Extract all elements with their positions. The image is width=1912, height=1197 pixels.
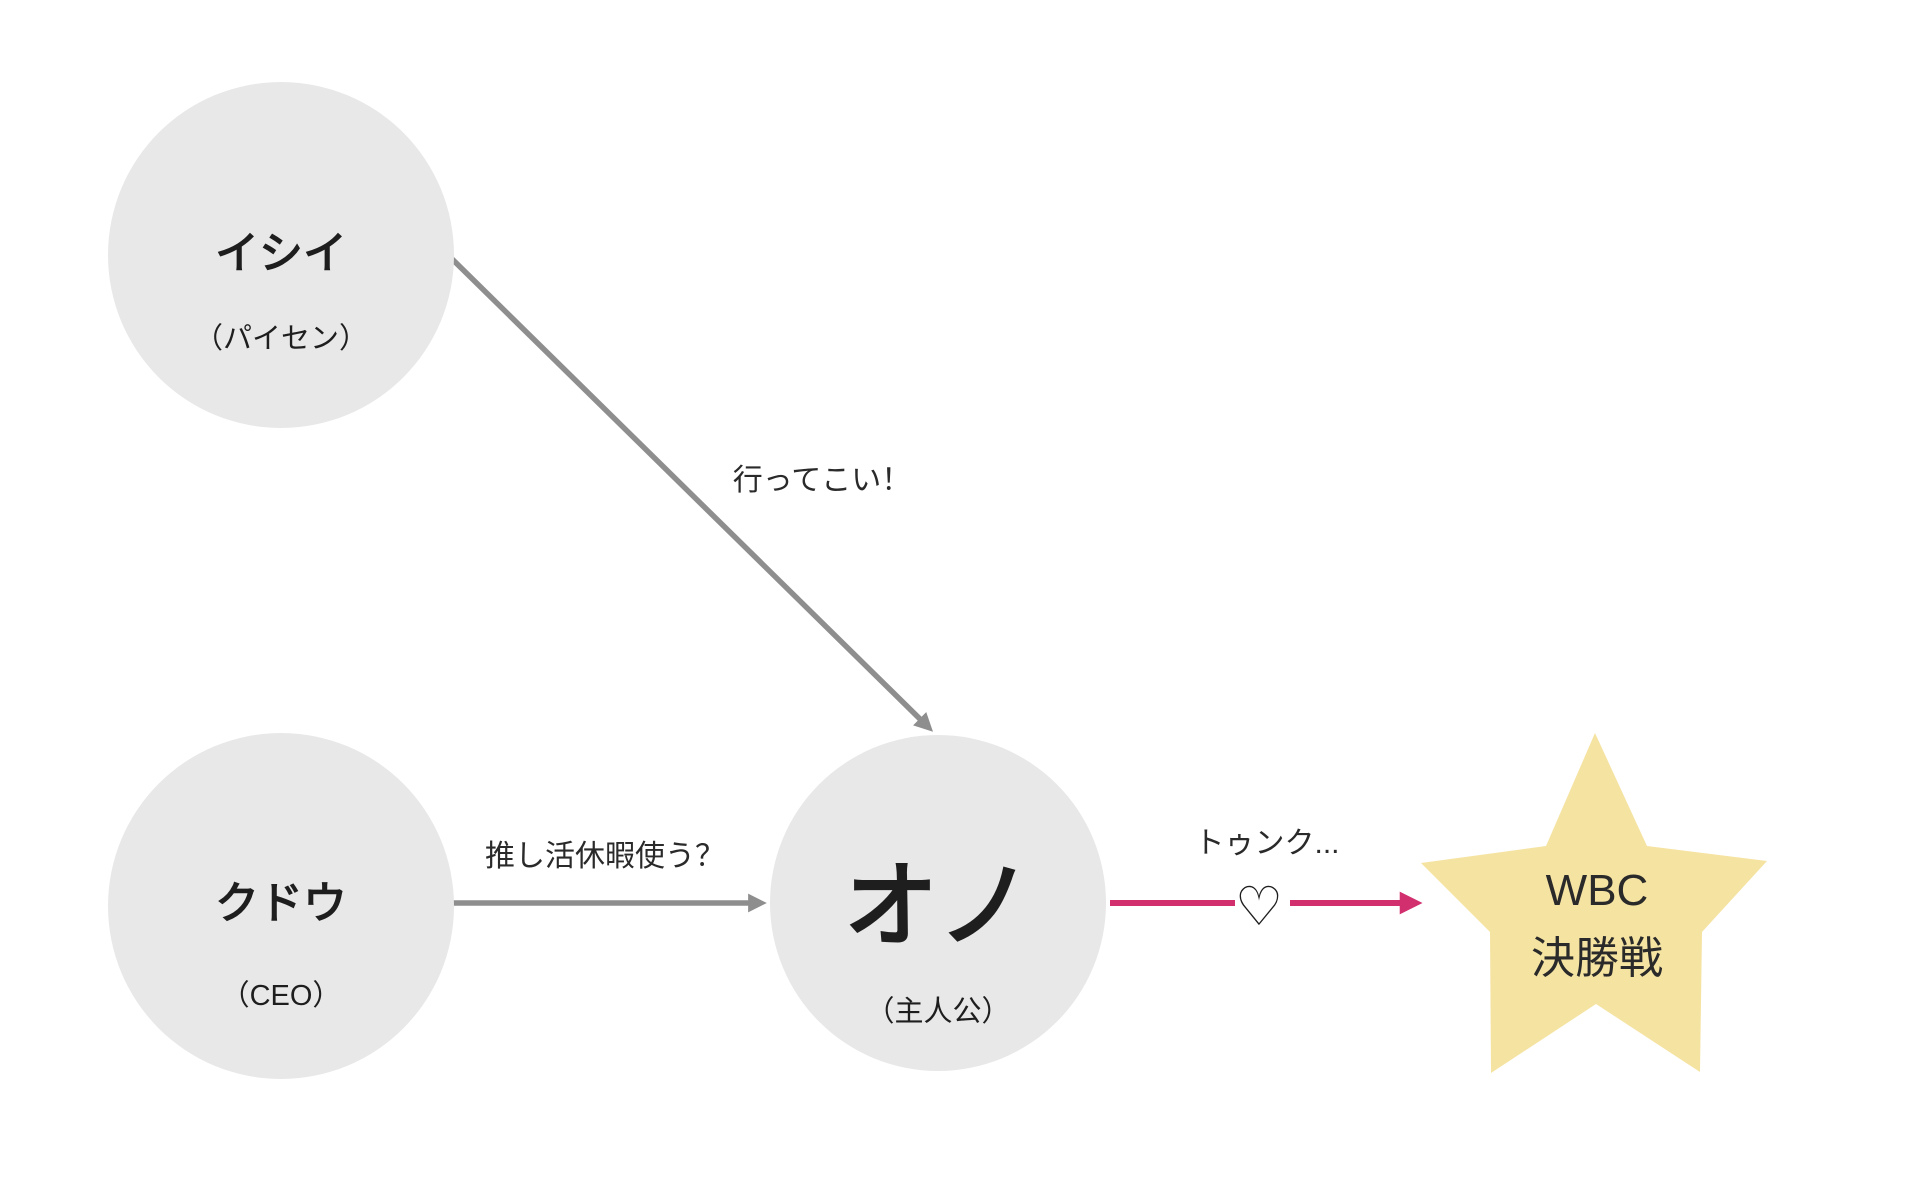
goal-label-line1: WBC <box>1546 866 1649 915</box>
heart-icon: ♡ <box>1235 877 1283 937</box>
goal-wbc-final: WBC 決勝戦 <box>1421 733 1767 1073</box>
edge-label-kudo-to-ono: 推し活休暇使う？ <box>485 840 725 873</box>
node-kudo-role: （CEO） <box>221 980 342 1012</box>
edge-ishii-to-ono-arrow <box>445 252 934 732</box>
node-ono-role: （主人公） <box>865 995 1010 1028</box>
node-ishii-role: （パイセン） <box>194 323 368 355</box>
node-ono: オノ （主人公） <box>770 735 1106 1071</box>
node-ishii-circle <box>108 82 454 428</box>
node-kudo: クドウ （CEO） <box>108 733 454 1079</box>
node-ono-name: オノ <box>844 853 1032 958</box>
node-ishii-name: イシイ <box>215 229 347 278</box>
star-icon <box>1421 733 1767 1073</box>
edge-label-ishii-to-ono: 行ってこい！ <box>733 464 912 497</box>
node-ishii: イシイ （パイセン） <box>108 82 454 428</box>
node-kudo-name: クドウ <box>215 879 347 928</box>
edge-label-ono-to-goal: トゥンク... <box>1194 827 1339 860</box>
goal-label-line2: 決勝戦 <box>1531 934 1663 983</box>
node-kudo-circle <box>108 733 454 1079</box>
node-ono-circle <box>770 735 1106 1071</box>
